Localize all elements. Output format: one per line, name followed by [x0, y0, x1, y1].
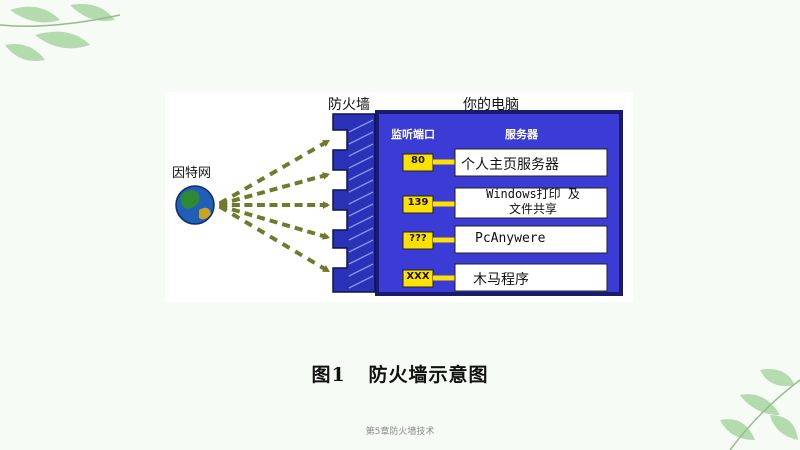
traffic-dash: [256, 189, 266, 196]
traffic-dash: [231, 207, 241, 214]
firewall-wall: [332, 113, 376, 293]
traffic-dash: [294, 249, 304, 258]
traffic-arrowhead: [322, 201, 330, 209]
service-row-4: [402, 263, 608, 292]
traffic-dash: [231, 203, 240, 207]
traffic-dash: [306, 257, 316, 265]
figure-number: 图1: [311, 364, 346, 386]
service-row-2: [402, 187, 608, 219]
traffic-dash: [281, 183, 291, 190]
traffic-dash: [244, 193, 253, 200]
traffic-dash: [218, 204, 228, 213]
traffic-arrowhead: [322, 265, 330, 272]
firewall-label: 防火墙: [328, 97, 370, 113]
globe-icon: [175, 185, 215, 225]
traffic-dash: [294, 179, 303, 186]
traffic-dash: [306, 176, 316, 183]
leaf-branch-icon-bottom-right: [720, 369, 800, 450]
traffic-dash: [231, 196, 241, 203]
traffic-dash: [307, 203, 316, 207]
traffic-dash: [256, 175, 266, 184]
traffic-arrowhead: [322, 172, 330, 180]
port-header: 监听端口: [391, 128, 435, 141]
traffic-dash: [256, 203, 265, 207]
leaf-branch-icon-top-left: [0, 4, 121, 61]
traffic-dash: [294, 203, 303, 207]
traffic-dash: [269, 168, 278, 177]
traffic-dash: [244, 203, 253, 207]
traffic-dash: [269, 203, 278, 207]
figure-title: 防火墙示意图: [368, 364, 489, 386]
internet-label: 因特网: [172, 166, 212, 181]
port-label-1: 80: [411, 155, 425, 166]
figure-caption: 图1 防火墙示意图: [0, 360, 800, 387]
traffic-dash: [281, 242, 291, 250]
service-row-3: [402, 225, 608, 254]
port-label-3: ???: [409, 233, 427, 244]
traffic-dash: [269, 234, 278, 243]
traffic-dash: [281, 161, 291, 170]
traffic-dash: [243, 219, 253, 228]
port-label-2: 139: [407, 197, 429, 208]
service-label-1: 个人主页服务器: [461, 157, 559, 173]
traffic-dash: [294, 154, 304, 162]
traffic-dash: [231, 190, 241, 198]
firewall-diagram: 因特网 防火墙 你的电脑 监听端口 服务器 80 个人主页服务器 139 Win…: [165, 92, 633, 302]
traffic-dash: [281, 222, 291, 229]
server-header: 服务器: [505, 128, 538, 141]
traffic-dash: [243, 183, 253, 191]
traffic-dash: [294, 225, 304, 232]
traffic-dash: [269, 218, 278, 225]
traffic-dash: [282, 203, 291, 207]
service-label-2: Windows打印 及文件共享: [486, 187, 580, 216]
traffic-arrowhead: [322, 232, 330, 240]
traffic-dash: [269, 186, 278, 193]
traffic-dash: [306, 229, 316, 236]
service-label-4: 木马程序: [473, 272, 529, 288]
traffic-arrowhead: [322, 140, 330, 147]
your-computer-label: 你的电脑: [463, 97, 519, 113]
traffic-dash: [306, 147, 316, 155]
traffic-dash: [256, 214, 266, 221]
traffic-dashes: [218, 139, 330, 273]
service-label-3: PcAnywere: [475, 231, 546, 246]
port-label-4: XXX: [406, 271, 430, 282]
slide-footer: 第5章防火墙技术: [365, 427, 435, 437]
traffic-dash: [231, 212, 241, 220]
traffic-dash: [243, 211, 253, 218]
service-row-1: [402, 148, 608, 177]
traffic-dash: [256, 227, 266, 235]
